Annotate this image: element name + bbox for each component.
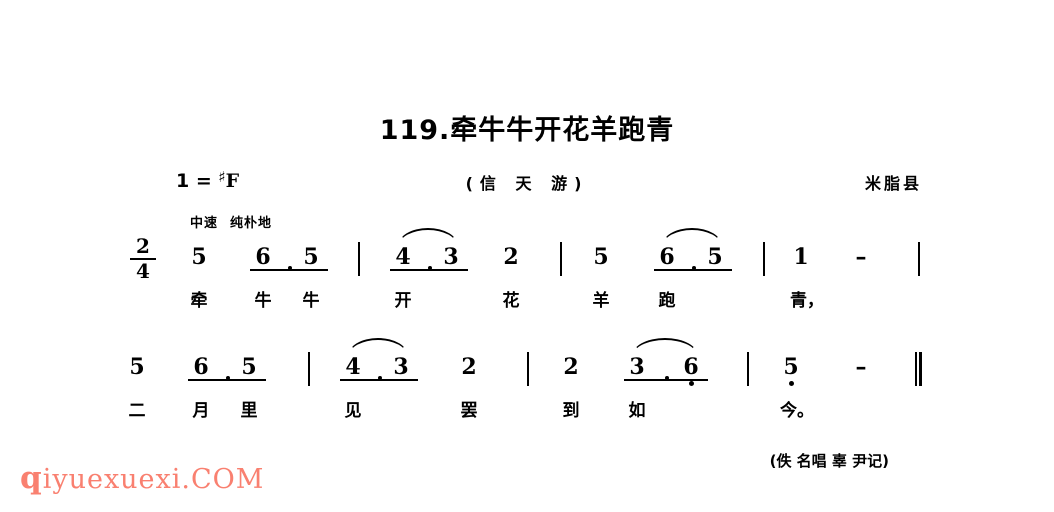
staff-system-2: 5 6 5 4 3 2 2 3 6 5 – 二 月 里 见 罢 到 xyxy=(0,338,1054,458)
lyric-row-2: 二 月 里 见 罢 到 如 今。 xyxy=(0,396,1054,436)
lyric-syllable: 牛 xyxy=(254,291,272,311)
beam xyxy=(624,379,708,381)
lyric-syllable: 见 xyxy=(344,401,362,421)
key-signature-do: 1 xyxy=(176,170,190,192)
key-signature: 1 = ♯F xyxy=(176,168,239,192)
note: 6 xyxy=(683,354,699,380)
low-octave-dot xyxy=(789,381,794,386)
page-title: 119.牵牛牛开花羊跑青 xyxy=(379,115,675,146)
beam xyxy=(654,269,732,271)
note: 6 xyxy=(659,244,675,270)
beam xyxy=(250,269,328,271)
note: 5 xyxy=(593,244,609,270)
slur xyxy=(398,228,458,246)
slur xyxy=(632,338,698,356)
note: 2 xyxy=(503,244,519,270)
beam xyxy=(390,269,468,271)
key-signature-letter: F xyxy=(225,170,240,192)
note: 5 xyxy=(707,244,723,270)
barline xyxy=(560,242,562,276)
barline xyxy=(527,352,529,386)
note: 3 xyxy=(393,354,409,380)
region-label: 米脂县 xyxy=(864,174,922,193)
time-signature-beats: 2 xyxy=(130,236,156,260)
note-sustain-dash: – xyxy=(855,244,867,270)
lyric-syllable: 牛 xyxy=(302,291,320,311)
final-barline xyxy=(915,352,922,386)
note: 4 xyxy=(345,354,361,380)
barline xyxy=(308,352,310,386)
tempo-expression-marking: 中速纯朴地 xyxy=(190,212,272,231)
duration-dot xyxy=(226,376,230,380)
lyric-syllable: 如 xyxy=(628,401,646,421)
duration-dot xyxy=(288,266,292,270)
lyric-syllable: 青， xyxy=(790,291,824,311)
note: 5 xyxy=(303,244,319,270)
slur xyxy=(662,228,722,246)
site-watermark: qiyuexuexi.COM xyxy=(20,460,264,496)
note: 2 xyxy=(563,354,579,380)
note-row-2: 5 6 5 4 3 2 2 3 6 5 – xyxy=(0,338,1054,402)
lyric-syllable: 里 xyxy=(240,401,258,421)
lyric-syllable: 今。 xyxy=(780,401,814,421)
note: 3 xyxy=(629,354,645,380)
note: 2 xyxy=(461,354,477,380)
watermark-text: iyuexuexi.COM xyxy=(42,464,265,495)
lyric-syllable: 跑 xyxy=(658,291,676,311)
lyric-syllable: 二 xyxy=(128,401,146,421)
lyric-syllable: 月 xyxy=(192,401,210,421)
note: 6 xyxy=(193,354,209,380)
barline xyxy=(918,242,920,276)
note: 5 xyxy=(129,354,145,380)
time-signature: 2 4 xyxy=(130,236,156,282)
note-row-1: 5 6 5 4 3 2 5 6 5 1 – xyxy=(0,228,1054,292)
lyric-syllable: 罢 xyxy=(460,401,478,421)
lyric-syllable: 到 xyxy=(562,401,580,421)
note: 1 xyxy=(793,244,809,270)
tempo-marking: 中速 xyxy=(190,216,219,231)
note: 3 xyxy=(443,244,459,270)
lyric-syllable: 开 xyxy=(394,291,412,311)
duration-dot xyxy=(665,376,669,380)
duration-dot xyxy=(378,376,382,380)
watermark-logo-letter: q xyxy=(20,460,43,496)
sharp-icon: ♯ xyxy=(218,168,226,186)
lyric-syllable: 牵 xyxy=(190,291,208,311)
beam xyxy=(188,379,266,381)
lyric-row-1: 牵 牛 牛 开 花 羊 跑 青， xyxy=(0,286,1054,326)
credits-line: (佚 名唱 辜 尹记) xyxy=(769,452,889,470)
duration-dot xyxy=(692,266,696,270)
key-signature-equals: = xyxy=(195,170,212,192)
note: 5 xyxy=(241,354,257,380)
barline xyxy=(763,242,765,276)
note: 5 xyxy=(191,244,207,270)
lyric-syllable: 花 xyxy=(502,291,520,311)
expression-marking: 纯朴地 xyxy=(230,216,273,231)
slur xyxy=(348,338,408,356)
barline xyxy=(358,242,360,276)
duration-dot xyxy=(428,266,432,270)
barline xyxy=(747,352,749,386)
song-style-subtitle: (信 天 游) xyxy=(465,174,589,193)
lyric-syllable: 羊 xyxy=(592,291,610,311)
note: 5 xyxy=(783,354,799,380)
note: 4 xyxy=(395,244,411,270)
note: 6 xyxy=(255,244,271,270)
time-signature-unit: 4 xyxy=(136,259,150,283)
low-octave-dot xyxy=(689,381,694,386)
beam xyxy=(340,379,418,381)
note-sustain-dash: – xyxy=(855,354,867,380)
staff-system-1: 2 4 5 6 5 4 3 2 5 6 5 1 – 牵 牛 牛 开 xyxy=(0,228,1054,348)
